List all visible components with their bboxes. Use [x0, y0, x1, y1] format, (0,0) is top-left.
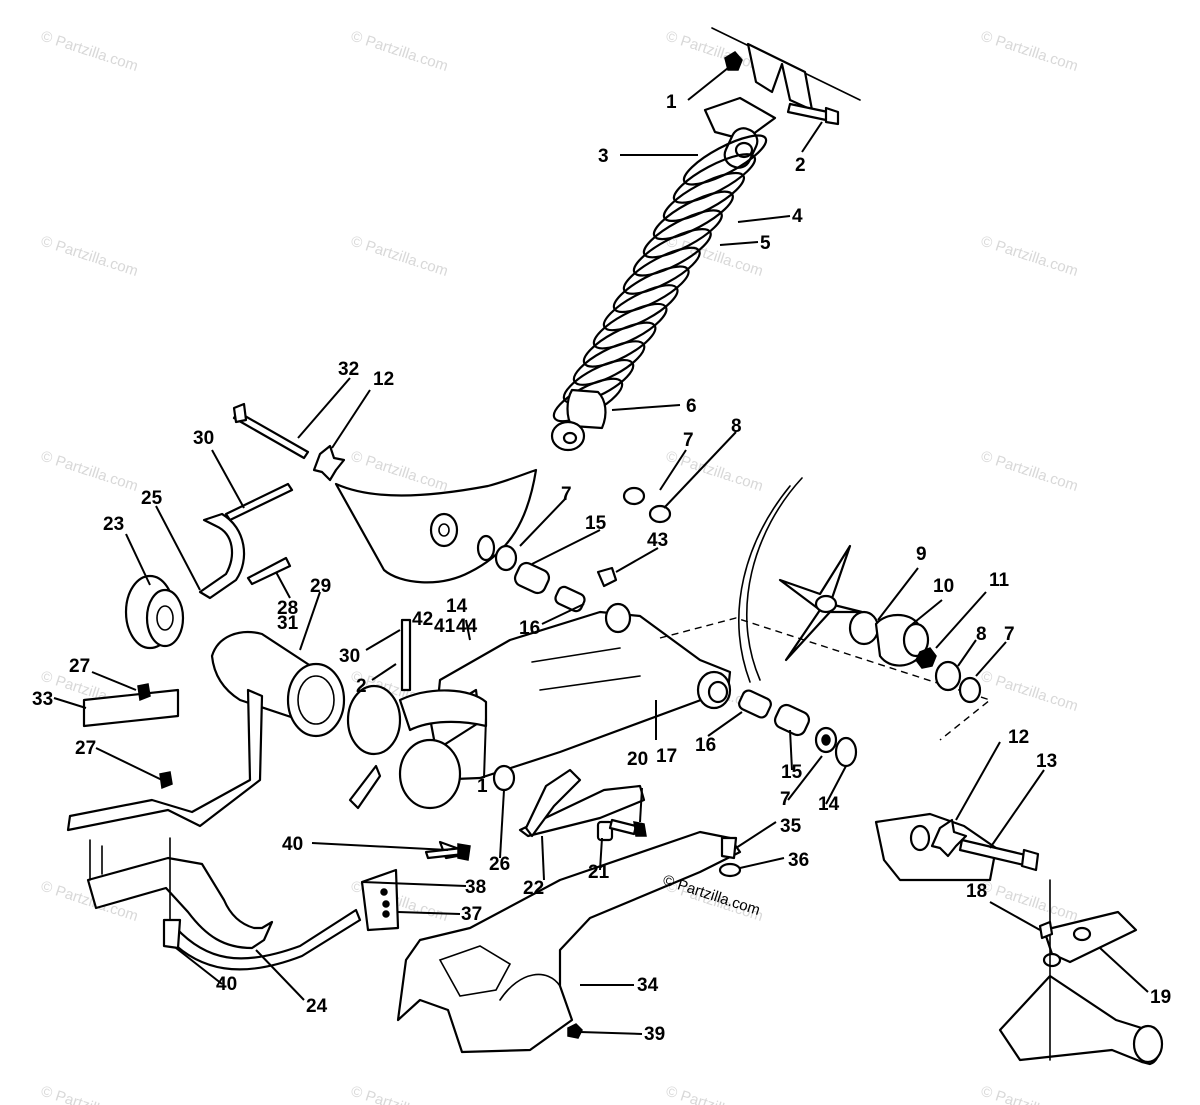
rear-idler-bracket [998, 879, 1164, 1066]
callout-13: 13 [1036, 751, 1057, 772]
star-washers [312, 444, 968, 858]
callout-28: 28 [277, 598, 298, 619]
callout-36: 36 [788, 850, 809, 871]
watermark-text: © Partzilla.com [979, 448, 1080, 495]
callout-22: 22 [523, 878, 544, 899]
drum-hub [124, 574, 462, 810]
bumper [66, 688, 382, 971]
callout-7-right: 7 [1004, 624, 1015, 645]
watermark-text: © Partzilla.com [349, 1083, 450, 1105]
callout-39: 39 [644, 1024, 665, 1045]
clamp-bracket [198, 512, 246, 600]
bushings [476, 486, 858, 768]
callout-42: 42 [412, 609, 433, 630]
callout-12-upper: 12 [373, 369, 394, 390]
callout-8-upper: 8 [731, 416, 742, 437]
callout-37: 37 [461, 904, 482, 925]
callout-2-lower: 2 [356, 676, 367, 697]
callout-30-upper: 30 [193, 428, 214, 449]
callout-44: 44 [456, 616, 478, 637]
callout-14-lower: 14 [818, 794, 840, 815]
bolt-item-2-top [786, 102, 840, 126]
callout-14-upper: 14 [446, 596, 468, 617]
callout-12-lower: 12 [1008, 727, 1029, 748]
callout-30-lower: 30 [339, 646, 360, 667]
callout-4: 4 [792, 206, 803, 227]
leader-lines [53, 67, 1149, 1035]
callout-24: 24 [306, 996, 328, 1017]
callout-16-lower: 16 [695, 735, 716, 756]
idler-wheel [738, 477, 864, 683]
watermark-text: © Partzilla.com [39, 1083, 140, 1105]
adjuster-bolts [424, 836, 742, 1039]
callout-2-top: 2 [795, 155, 806, 176]
callout-7-upper: 7 [683, 430, 694, 451]
bolts-left [224, 402, 412, 692]
callout-1-top: 1 [666, 92, 677, 113]
axle-components [659, 610, 992, 741]
watermark-text: © Partzilla.com [664, 1083, 765, 1105]
callout-5: 5 [760, 233, 771, 254]
callout-40-upper: 40 [282, 834, 303, 855]
callout-18: 18 [966, 881, 987, 902]
callout-17: 17 [656, 746, 677, 767]
callout-19: 19 [1150, 987, 1171, 1008]
callout-31: 31 [277, 613, 299, 634]
callout-35: 35 [780, 816, 802, 837]
callout-15-upper: 15 [585, 513, 607, 534]
callout-23: 23 [103, 514, 124, 535]
callout-1-lower: 1 [477, 776, 488, 797]
callout-25: 25 [141, 488, 163, 509]
frame-bracket [703, 27, 861, 142]
callout-3: 3 [598, 146, 609, 167]
callout-27-lower: 27 [75, 738, 96, 759]
bumper-reinforcement [82, 683, 180, 790]
callout-labels: 1 2 3 4 5 6 7 8 32 12 30 25 23 7 15 43 2… [32, 92, 1171, 1045]
callout-38: 38 [465, 877, 486, 898]
watermark-text: © Partzilla.com [979, 668, 1080, 715]
callout-34: 34 [637, 975, 659, 996]
watermark-text: © Partzilla.com [349, 448, 450, 495]
callout-32: 32 [338, 359, 359, 380]
callout-9: 9 [916, 544, 927, 565]
callout-7-lower: 7 [780, 789, 791, 810]
callout-8-lower: 8 [976, 624, 987, 645]
callout-7-middle: 7 [561, 484, 572, 505]
callout-11: 11 [989, 570, 1010, 591]
callout-27-upper: 27 [69, 656, 90, 677]
watermark-text: © Partzilla.com [979, 1083, 1080, 1105]
watermark-text: © Partzilla.com [979, 28, 1080, 75]
watermark-text: © Partzilla.com [979, 233, 1080, 280]
shock-absorber [550, 127, 768, 452]
callout-15-lower: 15 [781, 762, 803, 783]
chain-tensioner [492, 764, 647, 842]
callout-43: 43 [647, 530, 668, 551]
callout-41: 41 [434, 616, 456, 637]
callout-16-upper: 16 [519, 618, 540, 639]
chain-case [396, 830, 742, 1054]
watermark-text: © Partzilla.com [39, 448, 140, 495]
watermark-text: © Partzilla.com [349, 233, 450, 280]
callout-6: 6 [686, 396, 697, 417]
watermark-text: © Partzilla.com [664, 233, 765, 280]
callout-21: 21 [588, 862, 610, 883]
callout-10: 10 [933, 576, 954, 597]
bolt-item-13 [958, 838, 1040, 872]
swing-arm [398, 602, 732, 782]
callout-33: 33 [32, 689, 53, 710]
callout-26: 26 [489, 854, 510, 875]
watermark-text: © Partzilla.com [39, 233, 140, 280]
watermark-text: © Partzilla.com [39, 28, 140, 75]
callout-20: 20 [627, 749, 648, 770]
watermark-text: © Partzilla.com [349, 28, 450, 75]
watermark-text: © Partzilla.com [979, 878, 1080, 925]
callout-29: 29 [310, 576, 331, 597]
grease-fitting [596, 566, 618, 588]
callout-40-lower: 40 [216, 974, 237, 995]
